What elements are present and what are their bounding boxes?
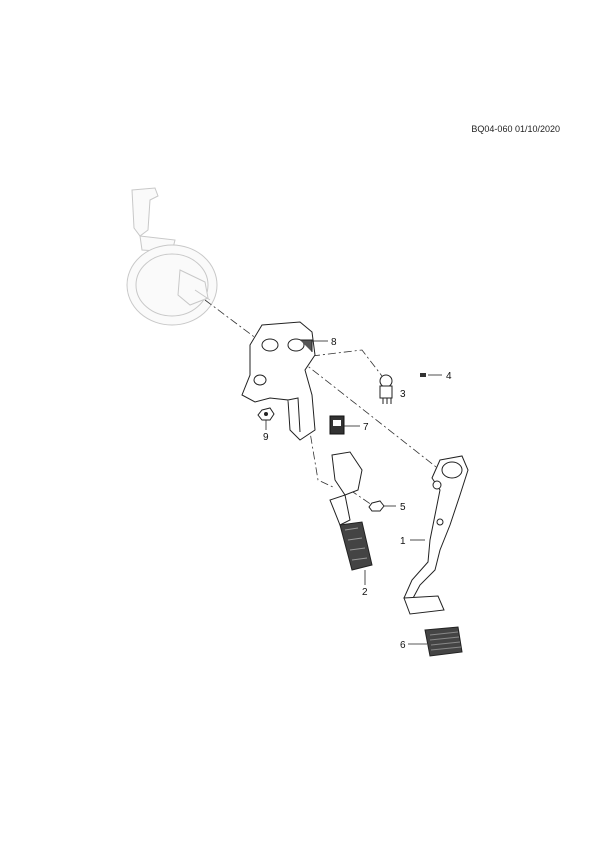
brake-booster-ghost	[126, 187, 218, 326]
accelerator-nut	[368, 500, 385, 512]
callout-7: 7	[363, 422, 369, 433]
pedal-support-bracket	[241, 321, 316, 441]
small-screw	[420, 373, 426, 377]
callout-labels: 1 2 3 4 5 6 7 8 9	[263, 337, 452, 651]
clip-bracket	[329, 415, 345, 435]
callout-8: 8	[331, 337, 337, 348]
callout-4: 4	[446, 371, 452, 382]
callout-9: 9	[263, 432, 269, 443]
callout-leaders	[265, 340, 442, 645]
mounting-nut	[257, 407, 275, 421]
callout-6: 6	[400, 640, 406, 651]
callout-1: 1	[400, 536, 406, 547]
brake-pedal-pad	[403, 595, 463, 657]
stop-lamp-switch	[379, 374, 393, 404]
accelerator-pedal	[329, 451, 373, 571]
brake-pedal-arm	[403, 455, 469, 601]
callout-2: 2	[362, 587, 368, 598]
drawing-reference: BQ04-060 01/10/2020	[471, 124, 560, 134]
callout-3: 3	[400, 389, 406, 400]
assembly-leaders	[204, 299, 441, 506]
callout-5: 5	[400, 502, 406, 513]
